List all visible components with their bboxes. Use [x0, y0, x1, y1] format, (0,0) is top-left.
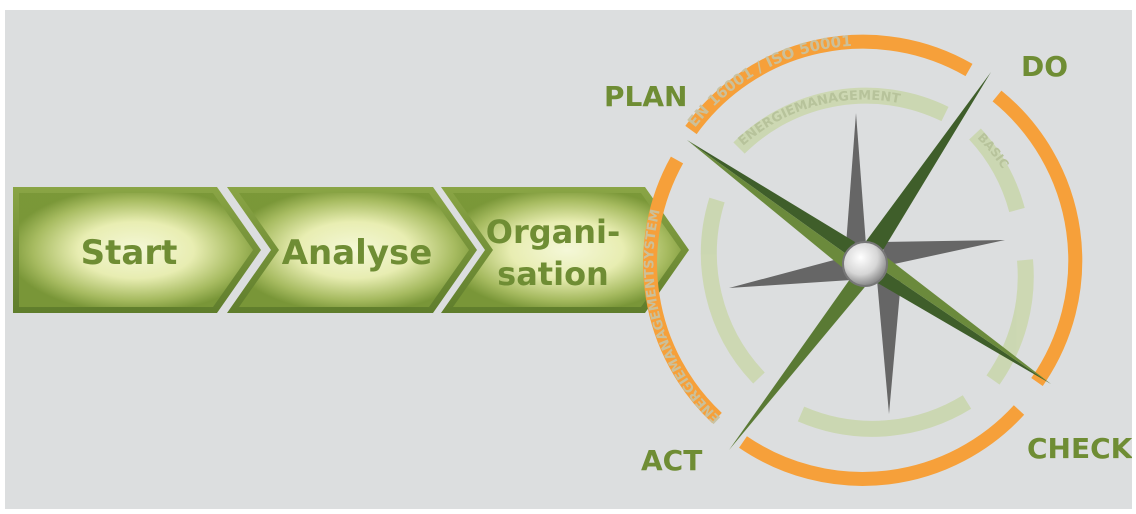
- pdca-act-label: ACT: [641, 444, 702, 477]
- step-organisation-label-line1: Organi-: [486, 213, 621, 251]
- pdca-do-label: DO: [1021, 50, 1068, 83]
- needle-east: [883, 240, 1005, 266]
- inner-ring-bottom: [797, 395, 972, 437]
- needle-act: [729, 272, 869, 450]
- compass: EN 16001 / ISO 50001 ENERGIEMANAGEMENTSY…: [642, 32, 1083, 486]
- pdca-diagram: Start Analyse Organi- sation: [13, 32, 1132, 486]
- step-start-label: Start: [81, 233, 178, 273]
- needle-check-shade: [877, 256, 1051, 384]
- arrow-glow: [19, 193, 253, 307]
- major-needles: [687, 72, 1051, 450]
- inner-ring-top: [733, 87, 949, 154]
- step-analyse-label: Analyse: [282, 233, 433, 273]
- needle-south: [877, 280, 901, 414]
- outer-ring-right: [992, 90, 1083, 387]
- minor-needles: [729, 113, 1005, 414]
- step-organisation: [441, 187, 689, 313]
- diagram-canvas: Start Analyse Organi- sation: [5, 10, 1132, 509]
- inner-ring-right: [969, 128, 1025, 213]
- outer-ring-left: [643, 156, 722, 424]
- inner-ring: [700, 87, 1034, 437]
- arrow-glow: [239, 193, 469, 307]
- outer-ring: [643, 34, 1083, 486]
- outer-ring-bottom: [739, 405, 1025, 486]
- needle-plan-shade: [687, 140, 849, 268]
- pdca-plan-label: PLAN: [604, 80, 687, 113]
- needle-north: [846, 113, 866, 245]
- inner-ring-top-text: ENERGIEMANAGEMENT: [736, 89, 902, 149]
- needle-check: [869, 266, 1051, 384]
- arrow-glow: [453, 193, 681, 307]
- pdca-check-label: CHECK: [1027, 432, 1132, 465]
- step-start: [13, 187, 261, 313]
- compass-hub: [842, 241, 888, 287]
- step-analyse: [227, 187, 477, 313]
- inner-ring-lower-right: [986, 259, 1034, 385]
- needle-west: [729, 256, 851, 288]
- step-organisation-label-line2: sation: [497, 255, 609, 293]
- inner-ring-left: [700, 197, 765, 384]
- needle-do: [861, 72, 991, 260]
- outer-ring-top: [685, 34, 973, 135]
- needle-plan: [687, 140, 855, 256]
